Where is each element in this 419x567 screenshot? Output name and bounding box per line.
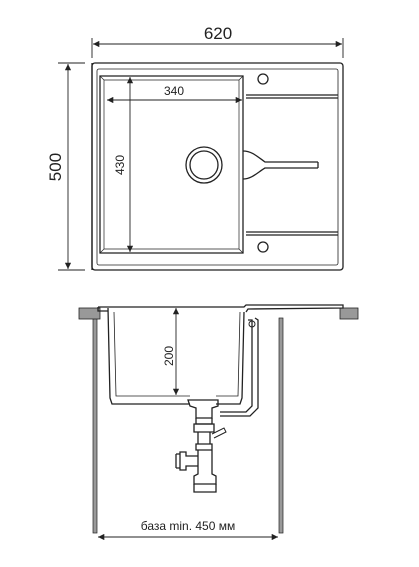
- tap-hole-icon: [257, 73, 269, 85]
- siphon-trap: [193, 423, 217, 485]
- sink-rim-profile: [98, 304, 344, 313]
- dim-label-500: 500: [46, 153, 65, 181]
- dim-label-base: база min. 450 мм: [141, 519, 236, 533]
- bowl-profile: [107, 307, 245, 405]
- dim-label-430: 430: [113, 155, 127, 175]
- siphon-outlet: [179, 451, 198, 471]
- countertop-right: [339, 307, 359, 320]
- cabinet-wall-right: [278, 317, 284, 534]
- countertop-left: [78, 307, 101, 320]
- dim-label-620: 620: [204, 24, 232, 43]
- cabinet-wall-left: [92, 317, 98, 534]
- top-view-dimensions: [58, 38, 344, 271]
- drainer-ribs: [246, 94, 338, 236]
- overflow-hole-icon: [257, 241, 269, 253]
- drainer-channel: [242, 150, 319, 180]
- overflow-tube: [220, 317, 259, 417]
- side-view: [78, 304, 359, 534]
- top-view: [91, 62, 344, 271]
- drain-body: [187, 399, 219, 419]
- drain-icon: [185, 146, 223, 184]
- sink-inner-rim: [96, 68, 339, 266]
- side-view-dimensions: [98, 308, 278, 541]
- dim-label-340: 340: [164, 84, 184, 98]
- dim-label-200: 200: [162, 346, 176, 366]
